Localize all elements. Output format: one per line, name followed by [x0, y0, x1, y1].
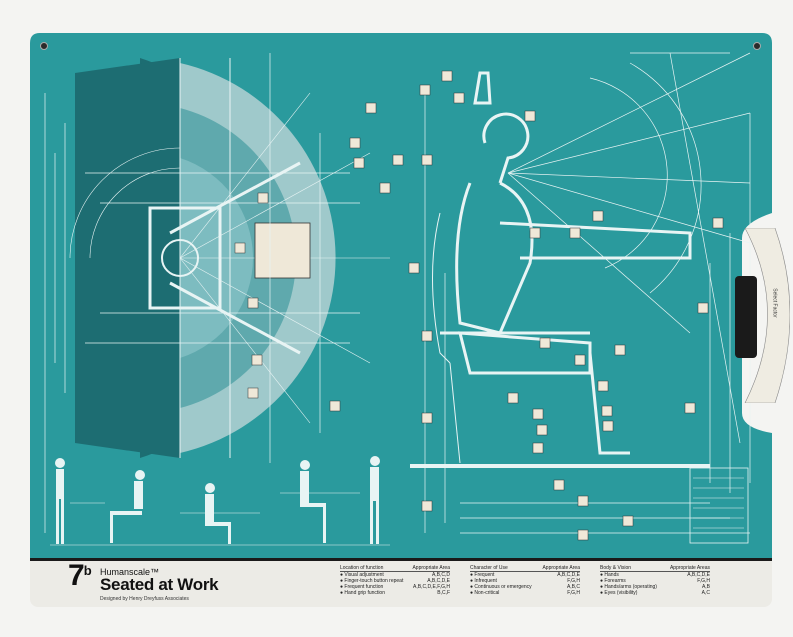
card-number-suffix: b: [83, 563, 92, 578]
dimension-tags: [234, 70, 724, 541]
dial-window: [735, 276, 757, 358]
dial-label: Select Factor: [771, 288, 778, 318]
mounting-hole: [753, 42, 761, 50]
footer-row: ● Eyes (visibility)A,C: [600, 590, 710, 596]
legend-lines: [693, 477, 744, 529]
footer-row: ● Hands/arms (operating)A,B: [600, 584, 710, 590]
mini-figures: [55, 456, 380, 544]
card-footer: 7b Humanscale™ Seated at Work Designed b…: [30, 558, 772, 607]
brand-name: Humanscale™: [100, 567, 160, 577]
humanscale-card: [30, 33, 772, 603]
plan-dimension-lines: [44, 53, 360, 533]
legend-box: [689, 467, 749, 544]
rotary-dial[interactable]: [735, 228, 790, 403]
side-view-seat: [410, 212, 710, 468]
mounting-hole: [40, 42, 48, 50]
sight-line-fan: [507, 52, 751, 444]
plan-view-reach-zones: [69, 58, 390, 458]
mini-figure-lines: [50, 492, 390, 546]
card-number: 7b: [68, 559, 92, 592]
card-diagram: [30, 33, 772, 558]
designer-credit: Designed by Henry Dreyfuss Associates: [100, 596, 189, 602]
card-title: Seated at Work: [100, 575, 219, 594]
